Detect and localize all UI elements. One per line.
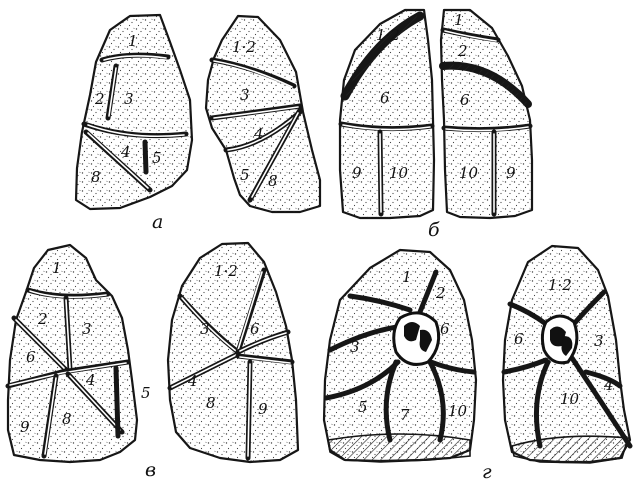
panel-caption: а (152, 211, 163, 233)
segment-label: 1 (128, 32, 138, 50)
segment-label: 8 (268, 172, 278, 190)
panel-caption: г (482, 461, 492, 482)
panel-v-view-1: 1 2 3 6 4 5 9 8 (8, 245, 151, 462)
segment-label: 9 (20, 418, 30, 436)
segment-label: 4 (85, 371, 96, 389)
segment-label: 5 (240, 166, 250, 184)
segment-label: 3 (594, 332, 604, 350)
segment-label: 10 (560, 390, 580, 408)
diaphragm-surface (328, 434, 470, 462)
segment-label: 1·2 (548, 276, 572, 294)
panel-g-view-1: 1 2 3 6 5 7 10 (324, 250, 476, 462)
segment-label: 10 (448, 402, 468, 420)
segment-label: 4 (253, 125, 264, 143)
segment-label: 2 (37, 310, 48, 328)
segment-label: 4 (187, 372, 198, 390)
segment-label: 8 (62, 410, 72, 428)
panel-b-view-2: 1 2 6 10 9 (441, 10, 532, 218)
panel-v-view-2: 1·2 3 6 4 8 9 (168, 243, 298, 462)
panel-a-view-2: 1·2 3 4 5 8 (206, 16, 320, 212)
segment-label: 9 (352, 164, 362, 182)
segment-label: 1 (454, 11, 464, 29)
segment-label: 3 (200, 320, 210, 338)
panel-b-view-1: 1·2 6 9 10 (340, 10, 434, 218)
segment-label: 10 (459, 164, 479, 182)
segment-label: 6 (26, 348, 36, 366)
segment-label: 6 (250, 320, 260, 338)
segment-label: 6 (440, 320, 450, 338)
segment-label: 3 (82, 320, 92, 338)
panel-a: 1 2 3 4 5 8 1·2 3 4 5 8 а (76, 15, 320, 233)
segment-label: 1·2 (232, 38, 256, 56)
segment-label: 5 (358, 398, 368, 416)
segment-label: 9 (258, 400, 268, 418)
segment-label: 4 (120, 143, 131, 161)
fissure (145, 142, 146, 172)
segment-label: 6 (380, 89, 390, 107)
fissure (116, 368, 118, 436)
segment-label: 8 (91, 168, 101, 186)
panel-b: 1·2 6 9 10 1 2 6 10 9 б (340, 10, 532, 241)
segment-label: 1·2 (376, 26, 400, 44)
panel-caption: в (145, 459, 156, 481)
panel-caption: б (428, 219, 440, 241)
panel-v: 1 2 3 6 4 5 9 8 1·2 3 6 4 (8, 243, 298, 481)
segment-label: 10 (389, 164, 409, 182)
segment-label: 8 (206, 394, 216, 412)
segment-label: 4 (603, 376, 614, 394)
segment-label: 1·2 (214, 262, 238, 280)
segment-label: 1 (52, 259, 62, 277)
segment-label: 9 (506, 164, 516, 182)
segment-label: 2 (94, 90, 105, 108)
segment-label: 6 (514, 330, 524, 348)
segment-label: 5 (152, 149, 162, 167)
panel-a-view-1: 1 2 3 4 5 8 (76, 15, 192, 209)
segment-label: 3 (350, 338, 360, 356)
segment-label: 1 (402, 268, 412, 286)
segment-label: 2 (457, 42, 468, 60)
segment-label: 3 (124, 90, 134, 108)
segment-label: 6 (460, 91, 470, 109)
segment-label: 2 (435, 284, 446, 302)
panel-g-view-2: 1·2 6 3 4 10 (503, 246, 630, 463)
segment-label: 5 (141, 384, 151, 402)
panel-g: 1 2 3 6 5 7 10 1·2 6 3 4 10 г (324, 246, 630, 482)
segment-label: 7 (400, 406, 410, 424)
segment-label: 3 (240, 86, 250, 104)
